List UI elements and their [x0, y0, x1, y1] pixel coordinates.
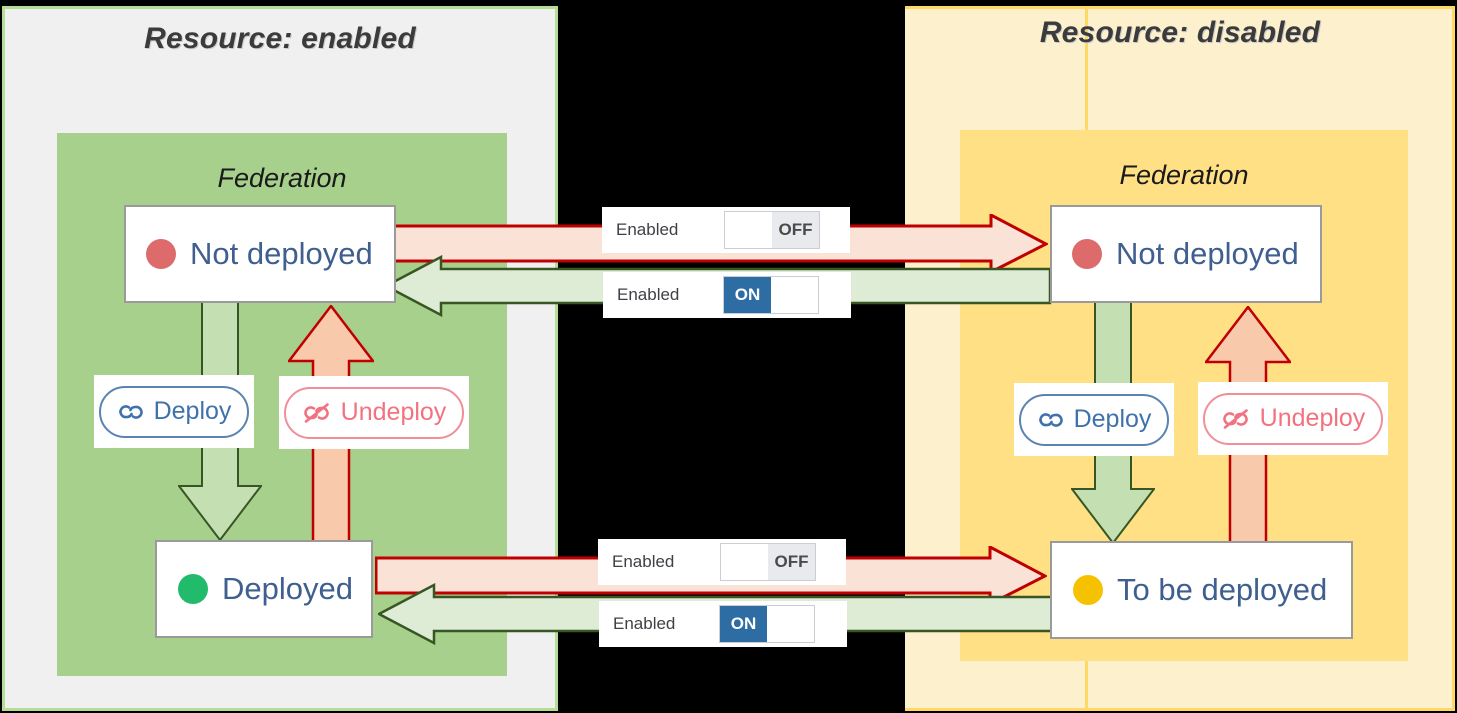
enabled-toggle-switch[interactable]: ON	[723, 276, 819, 314]
federation-label-right: Federation	[1119, 160, 1249, 190]
deploy-button-label: Deploy	[1073, 405, 1152, 433]
switch-knob	[771, 277, 818, 313]
status-box-left-deployed[interactable]: Deployed	[155, 540, 373, 638]
status-label: To be deployed	[1117, 572, 1328, 607]
broken-link-icon	[1221, 407, 1251, 431]
green-status-dot	[178, 574, 208, 604]
switch-state-label: OFF	[768, 544, 815, 580]
toggle-row-enabled-off-top: Enabled OFF	[602, 207, 850, 253]
link-icon	[1037, 409, 1065, 431]
switch-knob	[725, 212, 772, 248]
undeploy-button-card-right: Undeploy	[1198, 382, 1388, 455]
status-label: Not deployed	[190, 236, 373, 271]
deploy-button-card-right: Deploy	[1014, 383, 1174, 456]
undeploy-button-card-left: Undeploy	[279, 376, 469, 449]
broken-link-icon	[302, 401, 332, 425]
enabled-toggle-switch[interactable]: ON	[719, 605, 815, 643]
toggle-label: Enabled	[613, 614, 676, 633]
status-box-right-not-deployed[interactable]: Not deployed	[1050, 205, 1322, 303]
undeploy-button[interactable]: Undeploy	[283, 386, 465, 439]
red-status-dot	[146, 239, 176, 269]
status-box-left-not-deployed[interactable]: Not deployed	[124, 205, 396, 303]
enabled-toggle-switch[interactable]: OFF	[720, 543, 816, 581]
deploy-button-label: Deploy	[153, 397, 232, 425]
undeploy-button[interactable]: Undeploy	[1202, 392, 1384, 445]
switch-knob	[721, 544, 768, 580]
switch-state-label: ON	[724, 277, 771, 313]
status-label: Deployed	[222, 571, 353, 606]
toggle-row-enabled-on-top: Enabled ON	[603, 272, 851, 318]
panel-title-enabled: Resource: enabled	[144, 22, 416, 55]
toggle-row-enabled-off-bottom: Enabled OFF	[598, 539, 846, 585]
switch-state-label: OFF	[772, 212, 819, 248]
switch-state-label: ON	[720, 606, 767, 642]
undeploy-button-label: Undeploy	[340, 398, 447, 426]
deploy-button[interactable]: Deploy	[1018, 393, 1170, 446]
status-label: Not deployed	[1116, 236, 1299, 271]
undeploy-button-label: Undeploy	[1259, 404, 1366, 432]
panel-title-disabled: Resource: disabled	[1039, 16, 1321, 49]
toggle-label: Enabled	[612, 552, 675, 571]
toggle-label: Enabled	[617, 285, 680, 304]
federation-label-left: Federation	[217, 163, 347, 193]
red-status-dot	[1072, 239, 1102, 269]
enabled-toggle-switch[interactable]: OFF	[724, 211, 820, 249]
yellow-status-dot	[1073, 575, 1103, 605]
switch-knob	[767, 606, 814, 642]
status-box-right-to-be-deployed[interactable]: To be deployed	[1050, 541, 1353, 639]
deploy-button-card-left: Deploy	[94, 375, 254, 448]
link-icon	[117, 401, 145, 423]
toggle-row-enabled-on-bottom: Enabled ON	[599, 601, 847, 647]
toggle-label: Enabled	[616, 220, 679, 239]
deploy-button[interactable]: Deploy	[98, 385, 250, 438]
